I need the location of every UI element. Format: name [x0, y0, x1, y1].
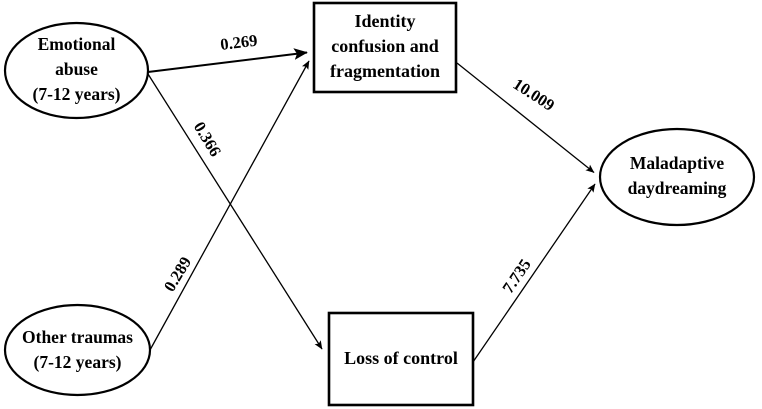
other-traumas-ellipse — [3, 303, 152, 397]
nodes-layer: Emotional abuse (7-12 years) Other traum… — [3, 1, 756, 407]
edge-emotional-abuse-to-identity-confusion — [147, 48, 308, 74]
edge-other-traumas-to-identity-confusion — [149, 60, 310, 351]
edge-loss-of-control-to-maladaptive-daydreaming — [472, 183, 596, 363]
emotional-abuse-ellipse — [3, 21, 150, 120]
edge-label-emotional-abuse-to-loss-of-control: 0.366 — [190, 118, 225, 160]
loss-of-control-label: Loss of control — [344, 348, 458, 368]
maladaptive-daydreaming-ellipse — [598, 127, 756, 227]
maladaptive-daydreaming-label-line-1: Maladaptive — [630, 153, 725, 173]
edge-label-identity-confusion-to-maladaptive-daydreaming: 10.009 — [510, 74, 558, 115]
node-maladaptive-daydreaming[interactable]: Maladaptive daydreaming — [598, 127, 756, 227]
identity-confusion-label-line-3: fragmentation — [330, 61, 440, 81]
other-traumas-label-line-2: (7-12 years) — [34, 352, 122, 372]
identity-confusion-box — [312, 1, 458, 94]
edge-identity-confusion-to-maladaptive-daydreaming — [456, 62, 595, 174]
identity-confusion-label-line-1: Identity — [354, 11, 415, 31]
node-loss-of-control[interactable]: Loss of control — [327, 311, 475, 407]
emotional-abuse-label-line-2: abuse — [55, 59, 98, 79]
maladaptive-daydreaming-label-line-2: daydreaming — [628, 178, 727, 198]
identity-confusion-label-line-2: confusion and — [331, 36, 439, 56]
node-emotional-abuse[interactable]: Emotional abuse (7-12 years) — [3, 21, 150, 120]
node-identity-confusion[interactable]: Identity confusion and fragmentation — [312, 1, 458, 94]
node-other-traumas[interactable]: Other traumas (7-12 years) — [3, 303, 152, 397]
other-traumas-label-line-1: Other traumas — [22, 327, 133, 347]
edge-label-other-traumas-to-identity-confusion: 0.289 — [160, 253, 195, 295]
edge-emotional-abuse-to-loss-of-control — [147, 73, 323, 350]
edge-label-loss-of-control-to-maladaptive-daydreaming: 7.735 — [498, 255, 535, 296]
edge-label-emotional-abuse-to-identity-confusion: 0.269 — [219, 31, 258, 54]
edges-layer — [147, 48, 596, 363]
loss-of-control-box — [327, 311, 475, 407]
emotional-abuse-label-line-1: Emotional — [38, 34, 116, 54]
emotional-abuse-label-line-3: (7-12 years) — [33, 84, 121, 104]
